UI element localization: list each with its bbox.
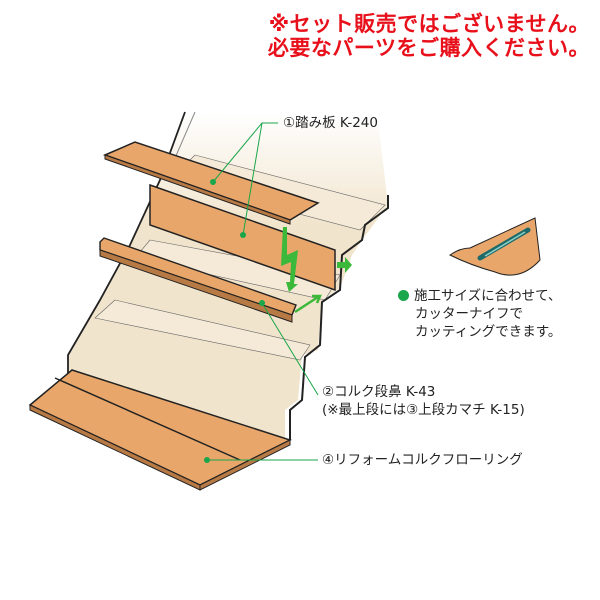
notice-line-2: 必要なパーツをご購入ください。 — [267, 36, 590, 60]
label-cork-nosing: ②コルク段鼻 K-43 — [322, 384, 436, 400]
notice-banner: ※セット販売ではございません。 必要なパーツをご購入ください。 — [268, 12, 590, 60]
lightning-icon — [281, 227, 298, 292]
arrow-right-icon — [337, 257, 352, 273]
cork-flooring-panel — [28, 369, 292, 491]
notice-line-1: ※セット販売ではございません。 — [268, 12, 590, 36]
bullet-icon — [398, 290, 409, 301]
cutter-knife-icon — [449, 217, 541, 276]
cork-nosing-panel — [99, 237, 297, 323]
label-cork-nosing-note: (※最上段には③上段カマチ K-15) — [322, 402, 525, 418]
label-step-board: ①踏み板 K-240 — [283, 115, 378, 131]
leader-lines — [207, 122, 319, 461]
label-flooring: ④リフォームコルクフローリング — [322, 452, 523, 468]
tip-text: 施工サイズに合わせて、 カッターナイフで カッティングできます。 — [398, 287, 561, 341]
arrow-icon — [294, 294, 322, 314]
